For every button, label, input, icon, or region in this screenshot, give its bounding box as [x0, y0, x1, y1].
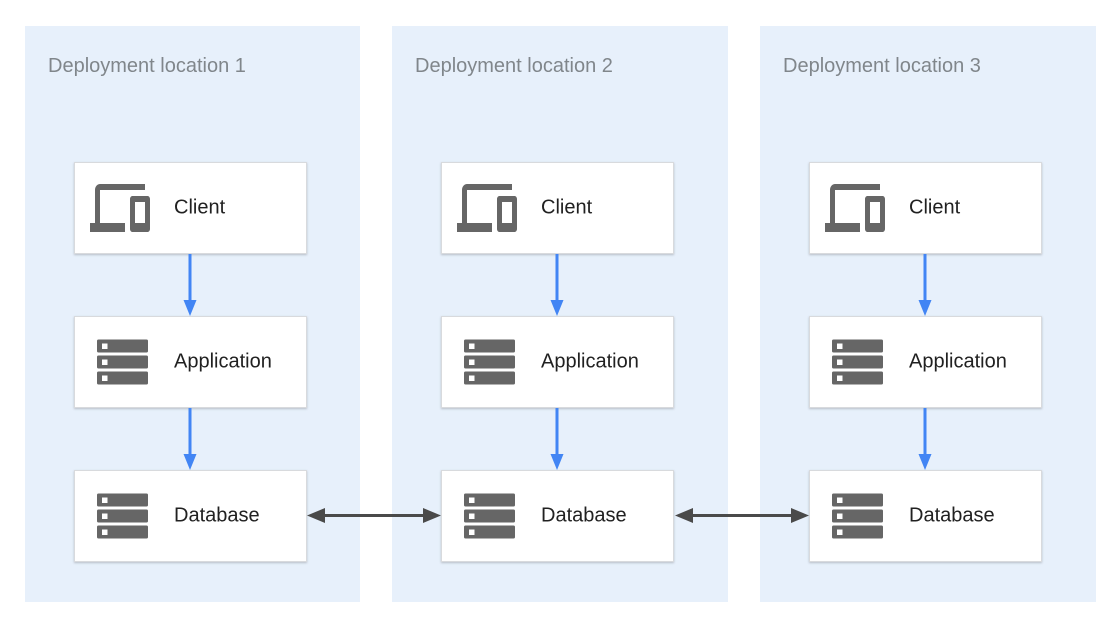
bidirectional-arrow-icon	[675, 508, 809, 523]
devices-icon	[90, 184, 150, 232]
node-label: Client	[541, 196, 593, 219]
server-stack-icon	[832, 493, 883, 539]
down-arrow-icon	[550, 408, 564, 470]
application-node: Application	[809, 316, 1042, 408]
database-node: Database	[809, 470, 1042, 562]
server-stack-icon	[832, 339, 883, 385]
down-arrow-icon	[918, 254, 932, 316]
client-node: Client	[74, 162, 307, 254]
server-stack-icon	[97, 493, 148, 539]
devices-icon	[457, 184, 517, 232]
panel-title: Deployment location 1	[48, 55, 246, 77]
down-arrow-icon	[918, 408, 932, 470]
deployment-location-3-panel: Deployment location 3 Client Application	[760, 26, 1096, 602]
bidirectional-arrow-icon	[307, 508, 441, 523]
server-stack-icon	[464, 493, 515, 539]
client-node: Client	[809, 162, 1042, 254]
node-label: Database	[174, 504, 260, 527]
server-stack-icon	[97, 339, 148, 385]
node-label: Client	[174, 196, 226, 219]
node-label: Application	[541, 350, 639, 373]
down-arrow-icon	[183, 408, 197, 470]
node-label: Client	[909, 196, 961, 219]
database-node: Database	[74, 470, 307, 562]
database-node: Database	[441, 470, 674, 562]
server-stack-icon	[464, 339, 515, 385]
deployment-location-1-panel: Deployment location 1 Client Application	[25, 26, 360, 602]
panel-title: Deployment location 2	[415, 55, 613, 77]
panel-title: Deployment location 3	[783, 55, 981, 77]
deployment-location-2-panel: Deployment location 2 Client Application	[392, 26, 728, 602]
devices-icon	[825, 184, 885, 232]
node-label: Database	[909, 504, 995, 527]
node-label: Application	[909, 350, 1007, 373]
application-node: Application	[441, 316, 674, 408]
client-node: Client	[441, 162, 674, 254]
node-label: Application	[174, 350, 272, 373]
node-label: Database	[541, 504, 627, 527]
down-arrow-icon	[550, 254, 564, 316]
application-node: Application	[74, 316, 307, 408]
down-arrow-icon	[183, 254, 197, 316]
